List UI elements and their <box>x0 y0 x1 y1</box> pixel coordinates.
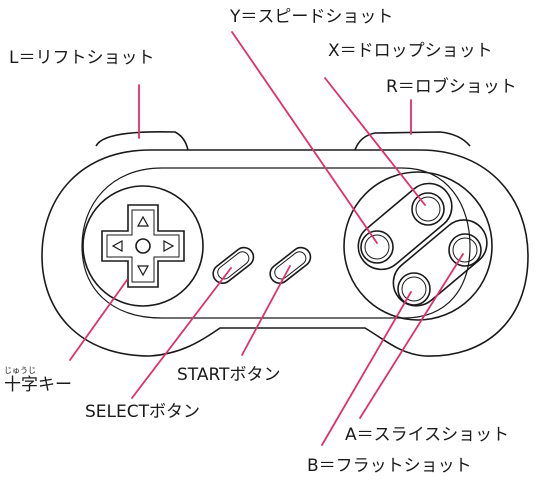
x-button <box>411 192 445 226</box>
y-button <box>360 230 394 264</box>
label-start-button: STARTボタン <box>177 365 281 385</box>
a-button <box>448 233 482 267</box>
arrow-right-icon <box>163 239 175 253</box>
r-shoulder-button <box>354 131 471 151</box>
label-b-flat-shot: B＝フラットショット <box>307 456 472 476</box>
dpad-cross-inner <box>106 209 180 283</box>
dpad-recess <box>82 185 204 307</box>
select-leader-line <box>131 267 232 399</box>
select-button <box>212 246 255 285</box>
label-dpad: 十字キー <box>4 375 72 395</box>
arrow-up-icon <box>136 215 150 227</box>
start-leader-line <box>241 265 291 356</box>
dpad-cross <box>101 204 185 288</box>
l-shoulder-button <box>95 130 189 151</box>
face-buttons-recess <box>343 171 493 321</box>
label-x-drop-shot: X＝ドロップショット <box>328 41 493 61</box>
ab-groove <box>392 219 488 307</box>
label-r-lob-shot: R＝ロブショット <box>386 77 517 97</box>
start-button <box>269 246 312 285</box>
label-dpad-ruby: じゅうじ <box>4 366 36 375</box>
xy-groove <box>357 182 453 271</box>
circle-icon <box>135 238 151 254</box>
label-l-lift-shot: L＝リフトショット <box>9 48 155 68</box>
arrow-down-icon <box>136 265 150 277</box>
a-leader-line <box>359 253 464 419</box>
controller-body <box>41 149 529 357</box>
dpad-leader-line <box>69 279 128 361</box>
x-leader-line <box>324 77 426 206</box>
label-select-button: SELECTボタン <box>85 402 200 422</box>
b-button <box>397 272 431 306</box>
label-y-speed-shot: Y＝スピードショット <box>230 7 394 27</box>
b-leader-line <box>321 291 412 446</box>
arrow-left-icon <box>111 239 123 253</box>
label-a-slice-shot: A＝スライスショット <box>345 425 510 445</box>
y-leader-line <box>231 31 378 244</box>
